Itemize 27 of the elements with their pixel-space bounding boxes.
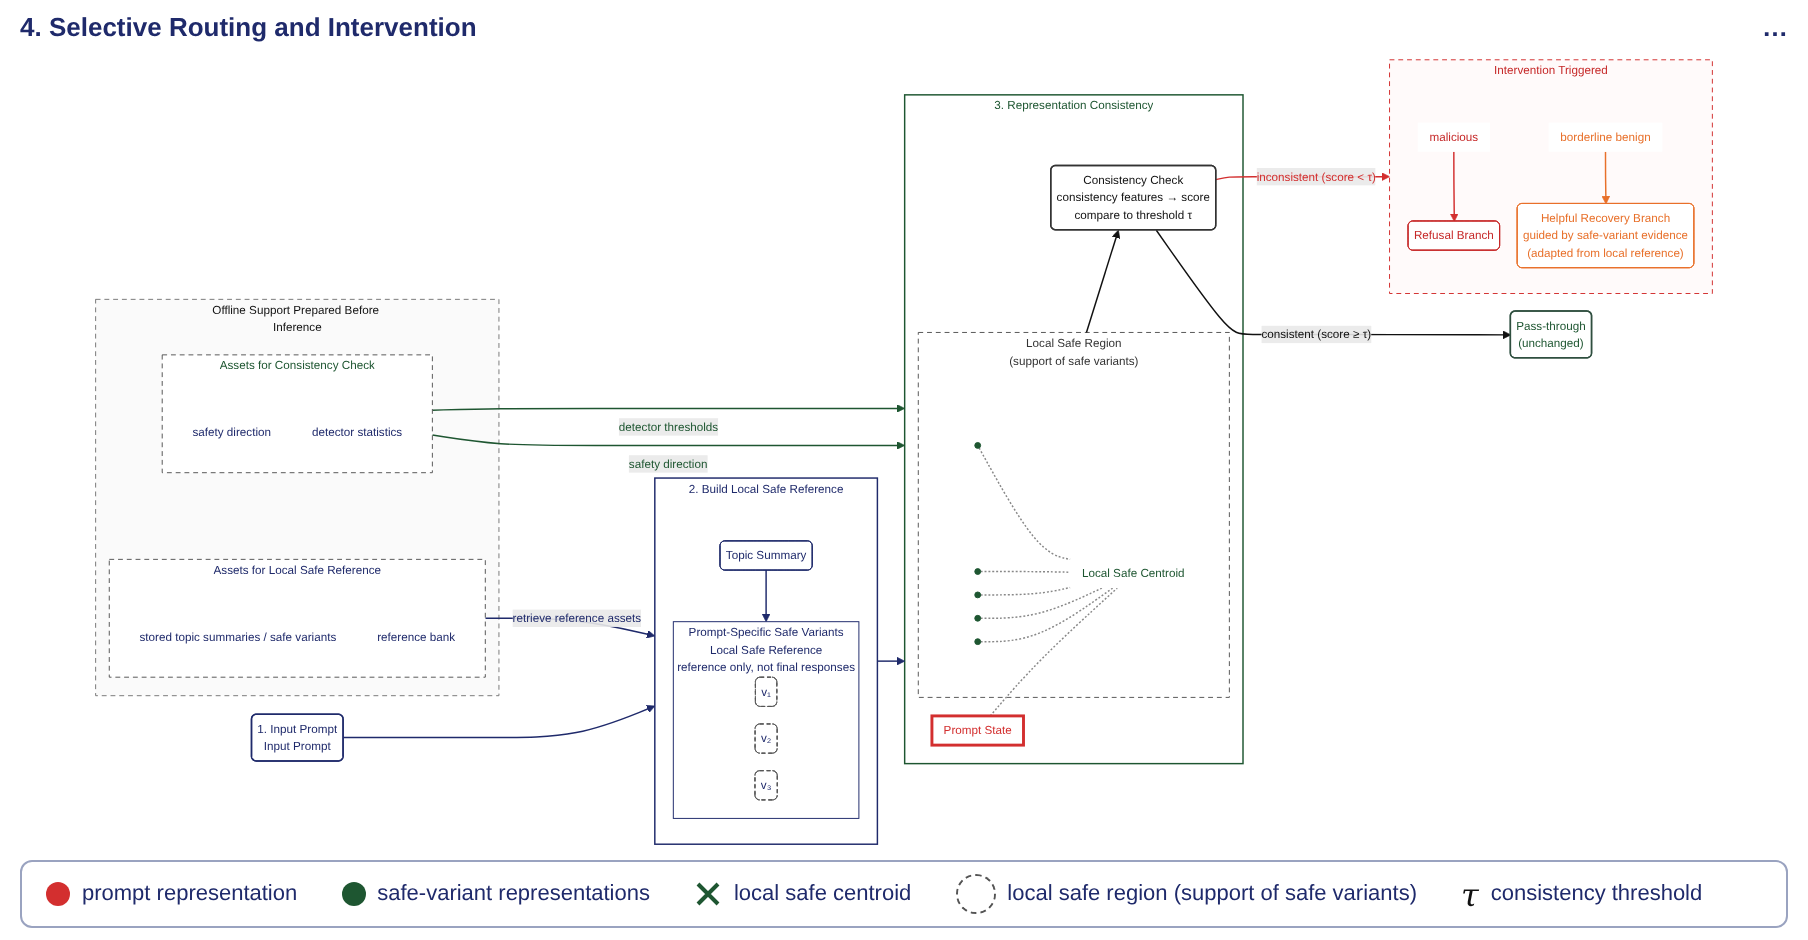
arrow — [342, 705, 656, 739]
legend-label: local safe centroid — [733, 882, 912, 906]
connector — [979, 587, 1103, 619]
arrow — [1601, 151, 1611, 205]
legend-label: consistency threshold — [1490, 882, 1703, 906]
arrow — [431, 404, 906, 413]
legend-label: local safe region (support of safe variants) — [1007, 882, 1417, 906]
node-circle — [974, 614, 982, 622]
node-circle — [974, 591, 982, 599]
arrow — [1449, 151, 1459, 222]
ellipsis-text: … — [1762, 11, 1788, 41]
legend-label: safe-variant representations — [377, 882, 650, 906]
connector — [979, 587, 1114, 643]
connector — [989, 587, 1118, 717]
connector — [979, 570, 1071, 573]
legend-label: prompt representation — [82, 882, 298, 906]
arrow — [876, 656, 906, 666]
connector — [978, 447, 1071, 561]
node-circle — [974, 568, 982, 575]
node-circle — [974, 638, 982, 646]
node-circle — [974, 442, 982, 449]
connector — [979, 586, 1071, 596]
arrow — [431, 434, 906, 450]
tau-symbol: τ — [1460, 875, 1479, 913]
section-heading: 4. Selective Routing and Intervention — [20, 11, 477, 41]
arrow — [761, 569, 771, 623]
arrow — [1085, 229, 1121, 334]
